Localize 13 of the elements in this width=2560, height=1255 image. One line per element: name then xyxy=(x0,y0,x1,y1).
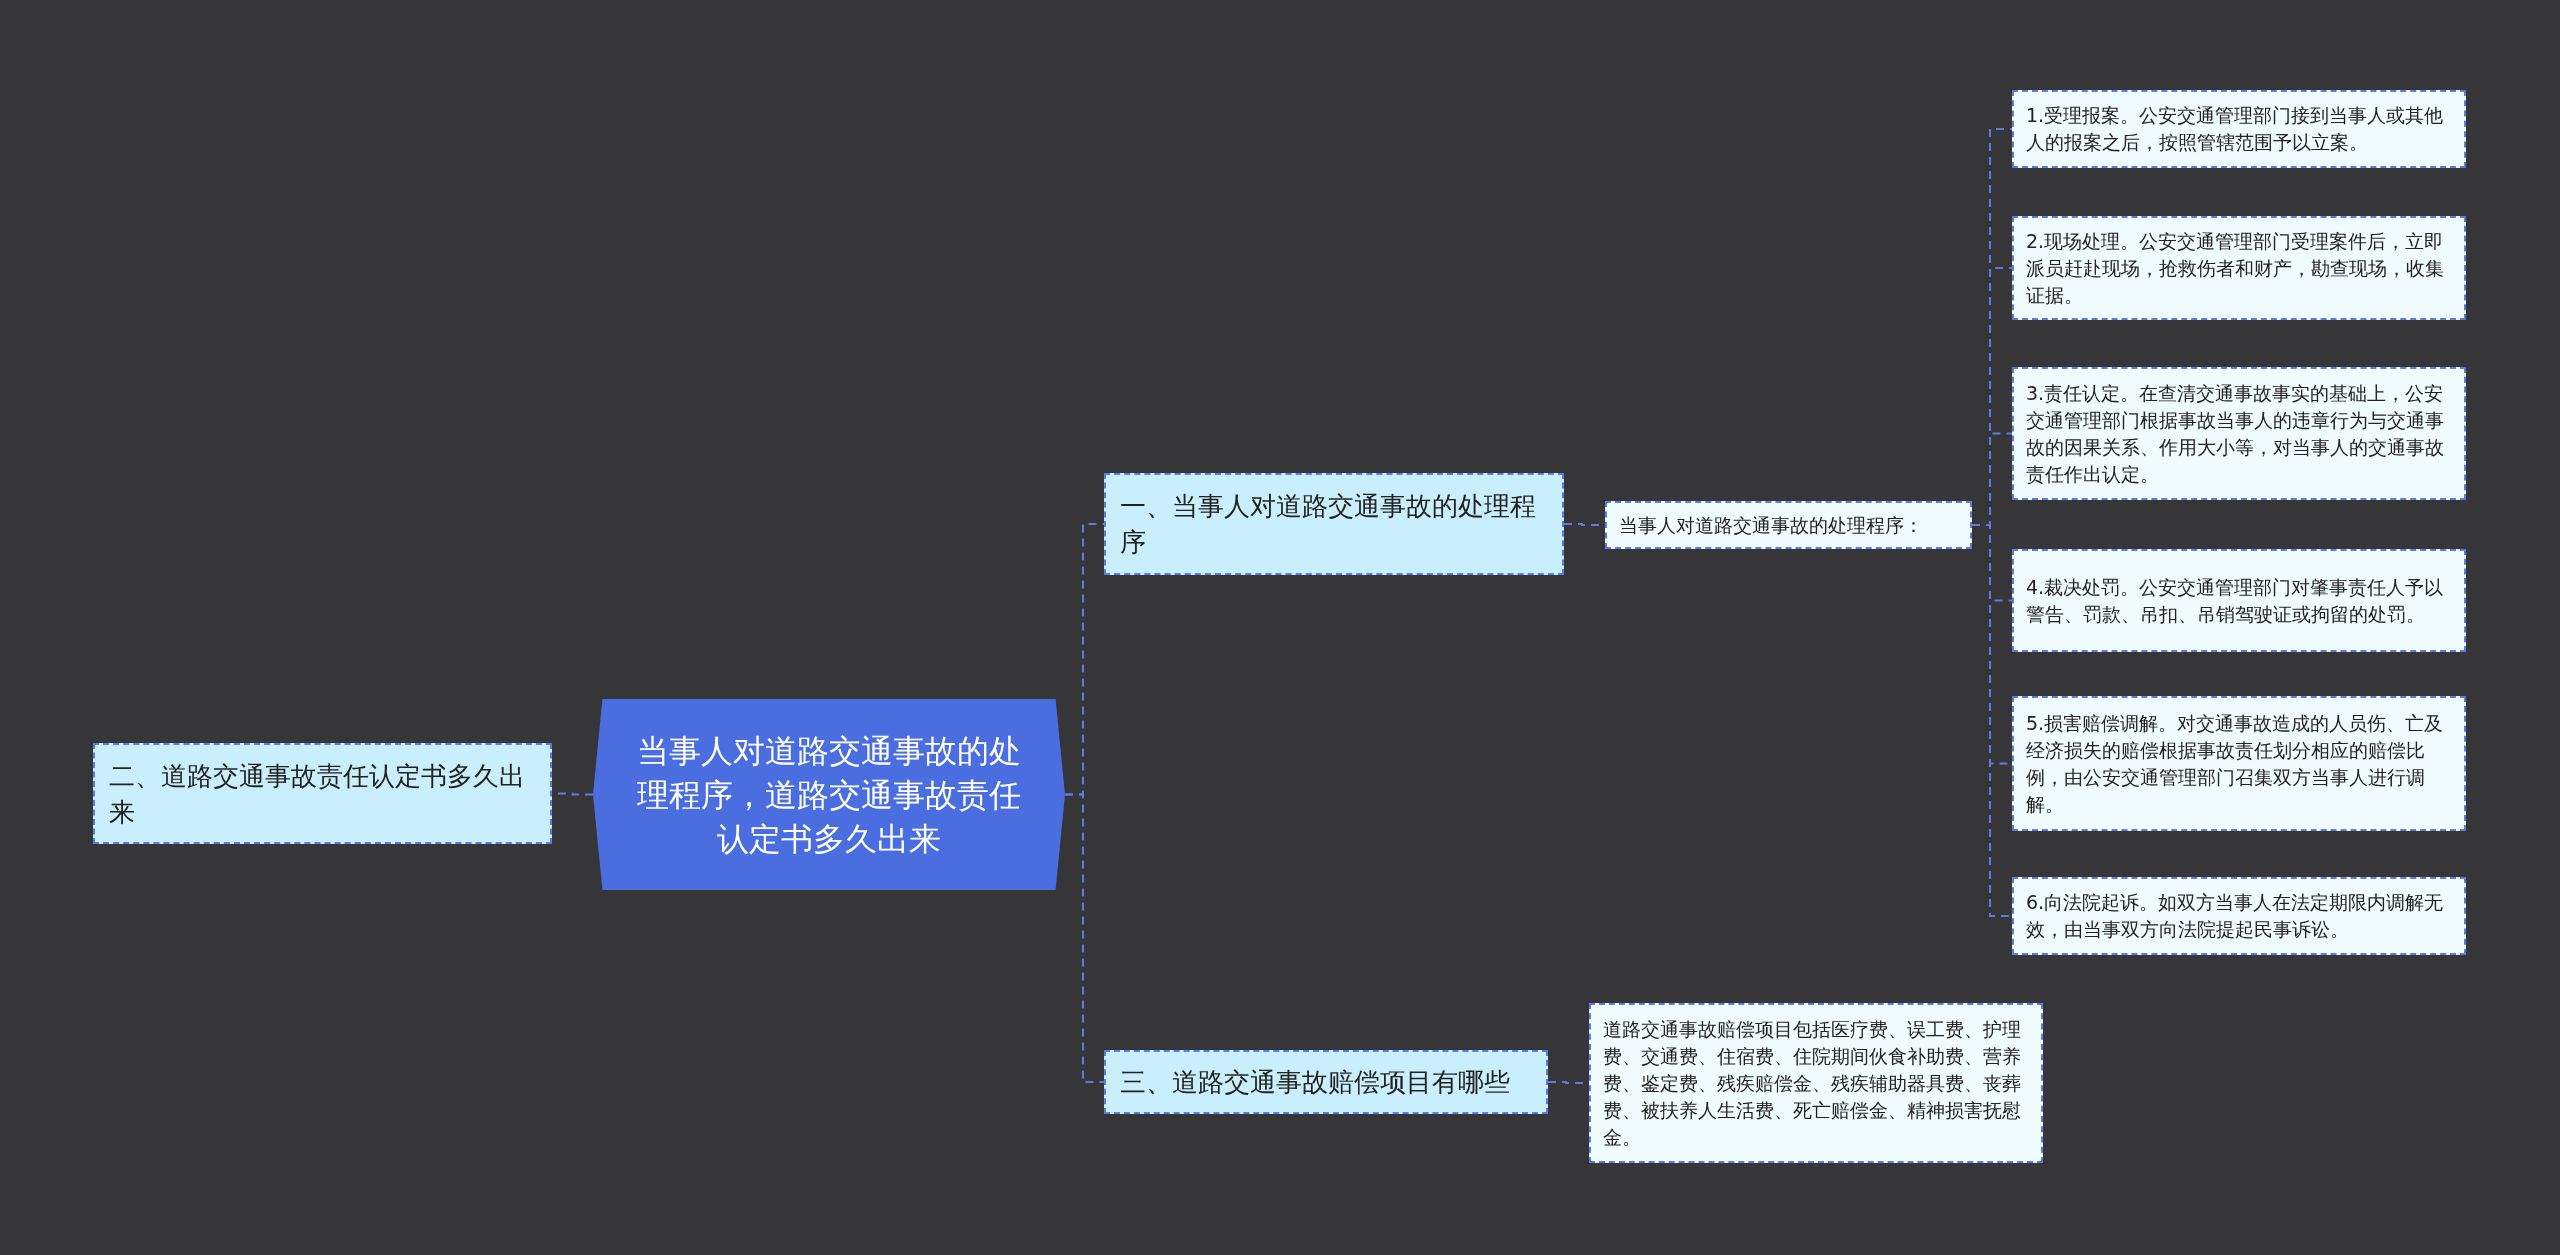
note-box: 1.受理报案。公安交通管理部门接到当事人或其他人的报案之后，按照管辖范围予以立案。 xyxy=(2012,90,2466,168)
note-box: 4.裁决处罚。公安交通管理部门对肇事责任人予以警告、罚款、吊扣、吊销驾驶证或拘留的处罚。 xyxy=(2012,549,2466,652)
topic-box: 三、道路交通事故赔偿项目有哪些 xyxy=(1104,1050,1548,1114)
note-box: 当事人对道路交通事故的处理程序： xyxy=(1605,501,1972,549)
topic-box: 一、当事人对道路交通事故的处理程序 xyxy=(1104,473,1564,575)
central-topic: 当事人对道路交通事故的处理程序，道路交通事故责任认定书多久出来 xyxy=(593,699,1065,890)
note-box: 5.损害赔偿调解。对交通事故造成的人员伤、亡及经济损失的赔偿根据事故责任划分相应的赔偿比例，由公安交通管理部门召集双方当事人进行调解。 xyxy=(2012,696,2466,831)
connector xyxy=(1064,793,1105,1083)
topic-box: 二、道路交通事故责任认定书多久出来 xyxy=(93,743,552,844)
note-box: 道路交通事故赔偿项目包括医疗费、误工费、护理费、交通费、住宿费、住院期间伙食补助费、营养费、鉴定费、残疾赔偿金、残疾辅助器具费、丧葬费、被扶养人生活费、死亡赔偿金、精神损害抚慰金。 xyxy=(1589,1003,2043,1163)
note-box: 6.向法院起诉。如双方当事人在法定期限内调解无效，由当事双方向法院提起民事诉讼。 xyxy=(2012,877,2466,955)
note-box: 3.责任认定。在查清交通事故事实的基础上，公安交通管理部门根据事故当事人的违章行为与交通事故的因果关系、作用大小等，对当事人的交通事故责任作出认定。 xyxy=(2012,367,2466,500)
note-box: 2.现场处理。公安交通管理部门受理案件后，立即派员赶赴现场，抢救伤者和财产，勘查现场，收集证据。 xyxy=(2012,216,2466,320)
